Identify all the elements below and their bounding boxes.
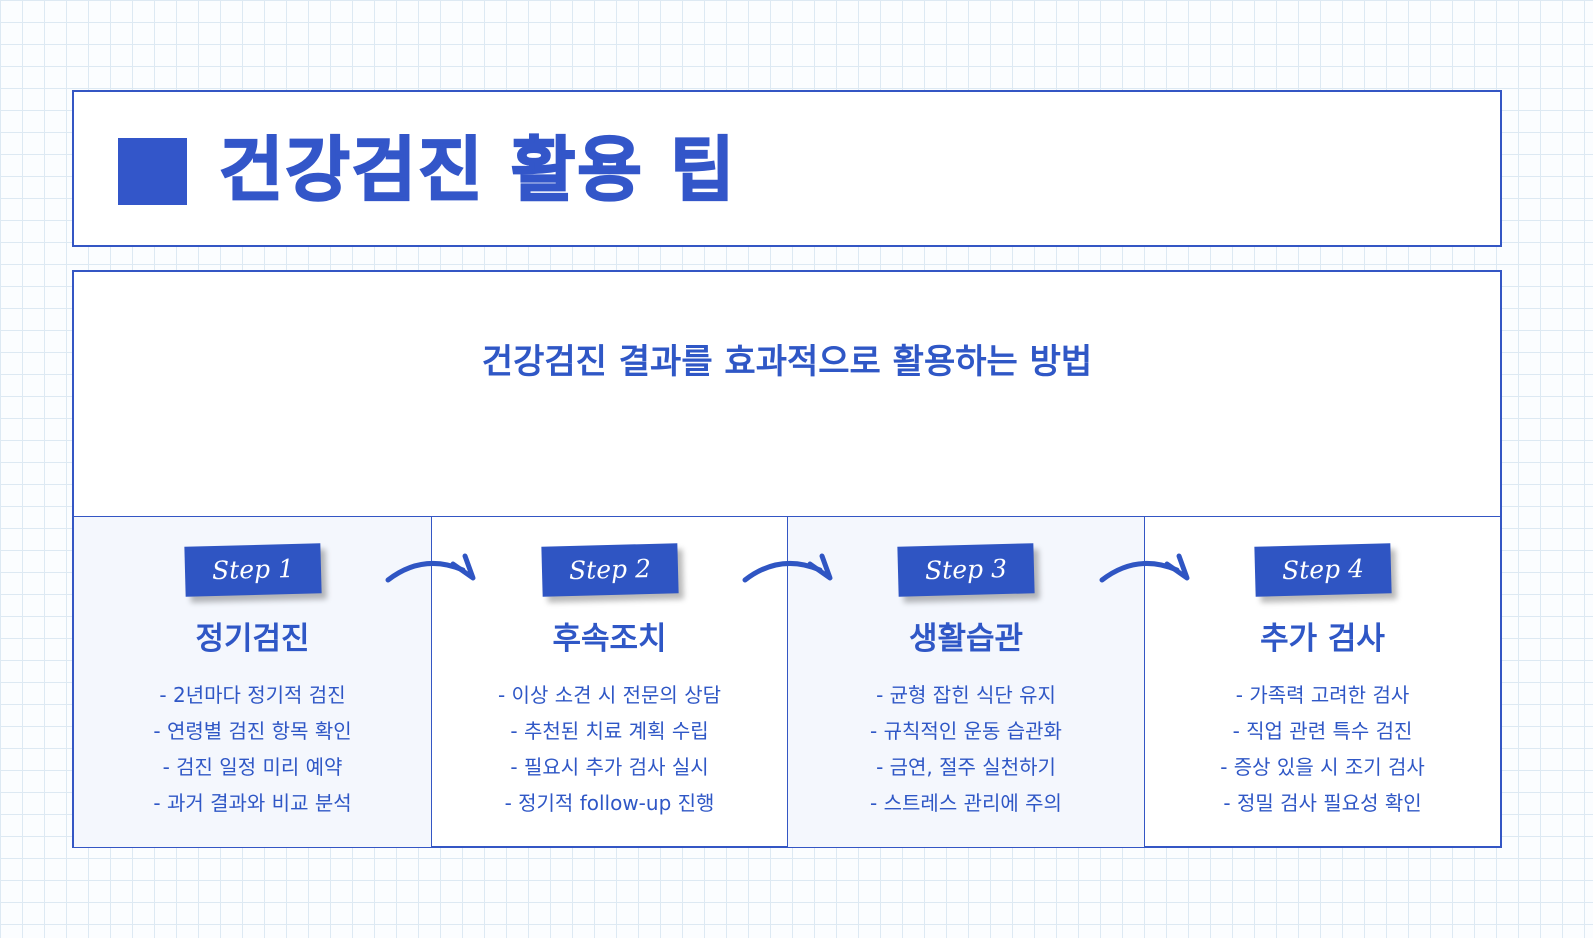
step-heading: 정기검진	[195, 621, 310, 657]
list-item: - 정기적 follow-up 진행	[504, 791, 715, 815]
list-item: - 정밀 검사 필요성 확인	[1223, 791, 1422, 815]
step-heading: 후속조치	[552, 621, 667, 657]
list-item: - 이상 소견 시 전문의 상담	[497, 683, 721, 707]
step-items: - 가족력 고려한 검사 - 직업 관련 특수 검진 - 증상 있을 시 조기 …	[1145, 677, 1500, 821]
list-item: - 추천된 치료 계획 수립	[510, 719, 709, 743]
subtitle: 건강검진 결과를 효과적으로 활용하는 방법	[481, 342, 1093, 382]
step-heading: 추가 검사	[1260, 621, 1385, 657]
curved-arrow-icon	[742, 553, 833, 583]
list-item: - 스트레스 관리에 주의	[870, 791, 1062, 815]
step-tag: Step 1	[183, 543, 322, 597]
step-items: - 2년마다 정기적 검진 - 연령별 검진 항목 확인 - 검진 일정 미리 …	[74, 677, 431, 821]
step-heading: 생활습관	[908, 621, 1024, 657]
step-column-4: Step 4 추가 검사 - 가족력 고려한 검사 - 직업 관련 특수 검진 …	[1144, 517, 1500, 847]
title-box: 건강검진 활용 팁	[72, 90, 1502, 247]
list-item: - 균형 잡힌 식단 유지	[876, 683, 1056, 707]
list-item: - 증상 있을 시 조기 검사	[1220, 755, 1425, 779]
step-tag: Step 4	[1253, 543, 1392, 597]
content-box: 건강검진 결과를 효과적으로 활용하는 방법 Step 1 정기검진 - 2년마…	[72, 270, 1502, 848]
curved-arrow-icon	[385, 553, 476, 583]
list-item: - 금연, 절주 실천하기	[876, 755, 1056, 779]
step-items: - 이상 소견 시 전문의 상담 - 추천된 치료 계획 수립 - 필요시 추가…	[432, 677, 787, 821]
title-square-icon	[118, 138, 187, 205]
step-tag: Step 2	[540, 543, 679, 597]
step-column-1: Step 1 정기검진 - 2년마다 정기적 검진 - 연령별 검진 항목 확인…	[74, 517, 431, 847]
step-items: - 균형 잡힌 식단 유지 - 규칙적인 운동 습관화 - 금연, 절주 실천하…	[788, 677, 1144, 821]
step-tag: Step 3	[897, 543, 1035, 597]
list-item: - 연령별 검진 항목 확인	[153, 719, 352, 743]
list-item: - 검진 일정 미리 예약	[162, 755, 343, 779]
list-item: - 가족력 고려한 검사	[1235, 683, 1410, 707]
list-item: - 과거 결과와 비교 분석	[153, 791, 352, 815]
steps-row: Step 1 정기검진 - 2년마다 정기적 검진 - 연령별 검진 항목 확인…	[74, 516, 1500, 847]
page-title: 건강검진 활용 팁	[218, 129, 737, 211]
list-item: - 필요시 추가 검사 실시	[510, 755, 709, 779]
step-column-2: Step 2 후속조치 - 이상 소견 시 전문의 상담 - 추천된 치료 계획…	[431, 517, 787, 847]
list-item: - 2년마다 정기적 검진	[159, 683, 346, 707]
list-item: - 규칙적인 운동 습관화	[870, 719, 1062, 743]
list-item: - 직업 관련 특수 검진	[1232, 719, 1413, 743]
step-column-3: Step 3 생활습관 - 균형 잡힌 식단 유지 - 규칙적인 운동 습관화 …	[787, 517, 1144, 847]
curved-arrow-icon	[1099, 553, 1190, 583]
